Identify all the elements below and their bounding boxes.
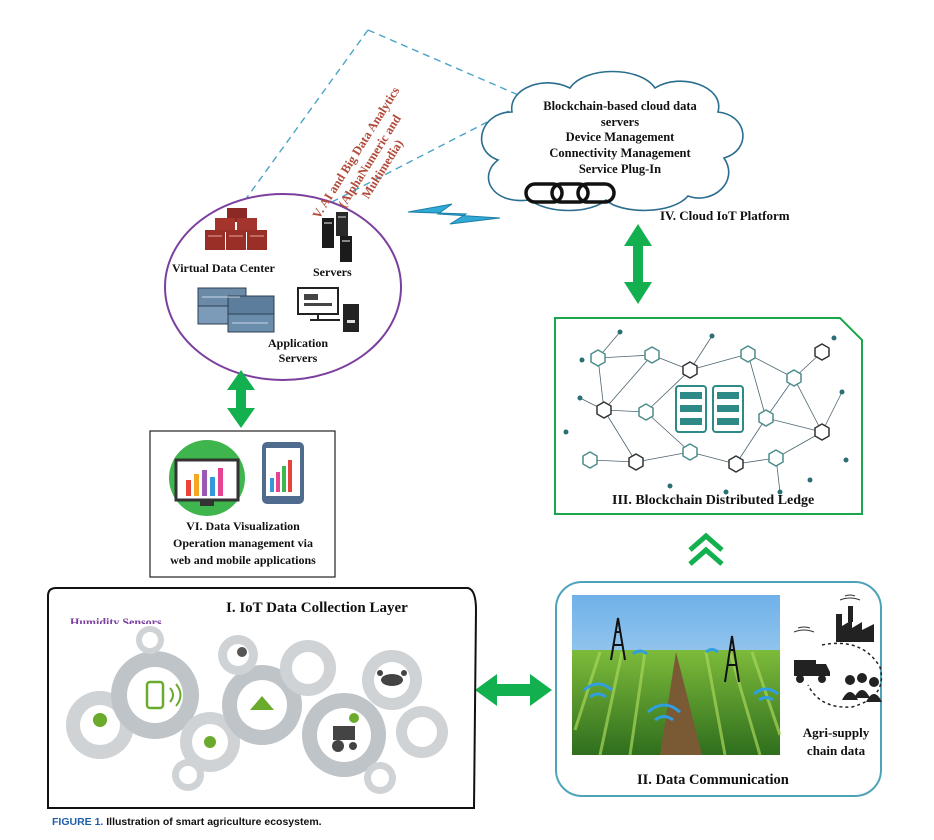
arrow-cloud-blockchain <box>624 224 652 304</box>
arrow-collection-communication <box>475 674 552 706</box>
servers-label: Servers <box>313 265 352 279</box>
virtual-datacenter-icon <box>205 208 267 250</box>
application-servers-icon <box>197 287 275 333</box>
visualization-line-3: web and mobile applications <box>170 552 316 567</box>
desktop-chart-icon <box>169 440 245 516</box>
cloud-line-5: Service Plug-In <box>578 161 662 176</box>
workstation-icon <box>297 287 359 332</box>
blockchain-endpoints <box>563 329 849 495</box>
collection-title: I. IoT Data Collection Layer <box>226 600 408 616</box>
communication-title: II. Data Communication <box>637 772 789 788</box>
crop-field-image <box>572 595 782 756</box>
application-servers-label: Application Servers <box>258 336 338 366</box>
servers-icon <box>322 212 352 262</box>
visualization-text: VI. Data Visualization Operation managem… <box>152 518 334 568</box>
cloud-line-4: Connectivity Management <box>549 145 691 160</box>
cloud-text: Blockchain-based cloud data servers Devi… <box>520 99 720 177</box>
supply-chain-label: Agri-supply chain data <box>788 724 884 759</box>
cloud-line-1: Blockchain-based cloud data <box>543 99 697 113</box>
figure-caption: FIGURE 1. Illustration of smart agricult… <box>52 816 322 828</box>
figure-number: FIGURE 1. <box>52 816 104 828</box>
database-server-icon <box>675 385 744 433</box>
blockchain-title: III. Blockchain Distributed Ledge <box>612 493 815 508</box>
blockchain-nodes <box>582 343 830 473</box>
tablet-chart-icon <box>262 442 304 504</box>
visualization-line-1: VI. Data Visualization <box>186 519 300 533</box>
cloud-line-2: servers <box>600 114 640 129</box>
virtual-datacenter-label: Virtual Data Center <box>172 261 275 275</box>
visualization-line-2: Operation management via <box>173 535 313 550</box>
farm-icons <box>93 647 407 752</box>
application-servers-line-1: Application <box>267 336 328 350</box>
factory-icon <box>836 606 874 642</box>
people-group-icon <box>842 673 882 702</box>
application-servers-line-2: Servers <box>278 351 318 365</box>
cloud-shape <box>480 70 744 212</box>
arrow-datacenter-visualization <box>227 370 255 428</box>
humidity-sensors-label: Humidity Sensors <box>70 615 162 624</box>
supply-chain-line-2: chain data <box>806 742 866 758</box>
chain-icon <box>524 182 616 204</box>
supply-loop <box>807 642 883 708</box>
supply-chain-line-1: Agri-supply <box>802 725 870 740</box>
wireless-bolt-icon <box>407 203 501 225</box>
chevron-up-arrow <box>688 532 724 566</box>
cloud-platform-title: IV. Cloud IoT Platform <box>660 208 790 223</box>
figure-caption-text: Illustration of smart agriculture ecosys… <box>106 816 322 828</box>
delivery-truck-icon <box>794 660 830 683</box>
cloud-line-3: Device Management <box>565 130 675 145</box>
